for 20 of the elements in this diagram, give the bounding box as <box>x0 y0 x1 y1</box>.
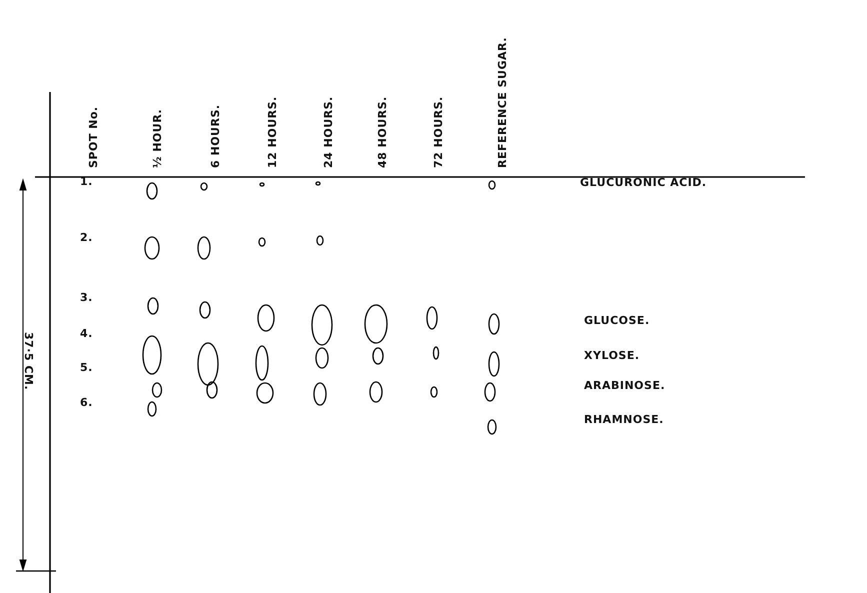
column-header: ½ HOUR. <box>152 108 163 168</box>
sugar-name: ARABINOSE. <box>584 380 666 391</box>
spot-number: 4. <box>80 328 93 339</box>
column-header: 72 HOURS. <box>433 96 444 168</box>
spot-number: 1. <box>80 176 93 187</box>
column-header: REFERENCE SUGAR. <box>497 37 508 168</box>
spot-number: 5. <box>80 362 93 373</box>
sugar-name: GLUCURONIC ACID. <box>580 177 707 188</box>
column-header: 24 HOURS. <box>323 96 334 168</box>
sugar-name: XYLOSE. <box>584 350 640 361</box>
column-header: 12 HOURS. <box>267 96 278 168</box>
dimension-label: 37·5 CM. <box>23 332 34 390</box>
spot-number: 2. <box>80 232 93 243</box>
spot-number: 3. <box>80 292 93 303</box>
sugar-name: GLUCOSE. <box>584 315 650 326</box>
spot-number: 6. <box>80 397 93 408</box>
sugar-name: RHAMNOSE. <box>584 414 664 425</box>
column-header: 6 HOURS. <box>210 104 221 168</box>
column-header: 48 HOURS. <box>377 96 388 168</box>
column-header: SPOT No. <box>88 106 99 168</box>
